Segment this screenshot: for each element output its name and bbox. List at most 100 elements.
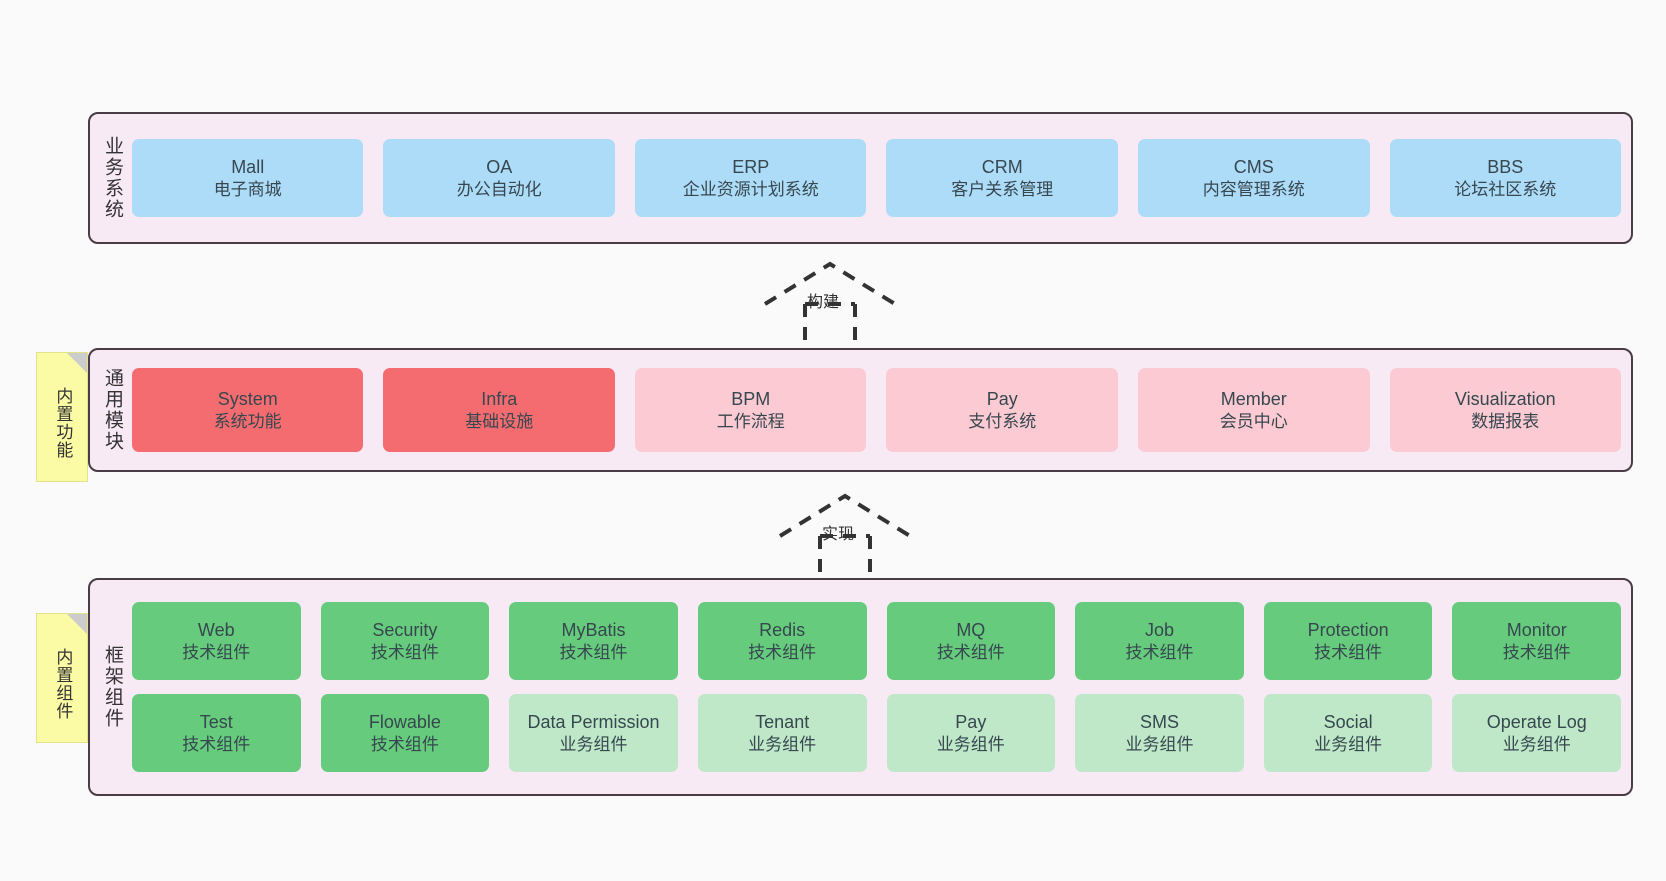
- component-title: Monitor: [1506, 619, 1567, 640]
- layer-common-module[interactable]: 通用模块 System 系统功能 Infra 基础设施 BPM 工作流程 Pay…: [88, 348, 1633, 472]
- module-title: CRM: [981, 156, 1023, 177]
- component-title: Job: [1144, 619, 1174, 640]
- module-box-crm[interactable]: CRM 客户关系管理: [886, 139, 1118, 217]
- connector-implement-label: 实现: [822, 526, 855, 543]
- framework-rows: Web 技术组件 Security 技术组件 MyBatis 技术组件 Redi…: [131, 602, 1622, 772]
- sticky-note-builtin-function[interactable]: 内置功能: [36, 352, 88, 482]
- module-title: CMS: [1233, 156, 1274, 177]
- layer-framework-component-body: Web 技术组件 Security 技术组件 MyBatis 技术组件 Redi…: [128, 580, 1631, 794]
- component-title: Operate Log: [1486, 711, 1587, 732]
- component-title: MQ: [956, 619, 986, 640]
- note-fold-icon: [67, 614, 87, 634]
- component-subtitle: 业务组件: [748, 734, 817, 754]
- connector-build-label: 构建: [807, 294, 840, 311]
- component-box-data-permission[interactable]: Data Permission 业务组件: [509, 694, 678, 772]
- layer-business-system-body: Mall 电子商城 OA 办公自动化 ERP 企业资源计划系统 CRM 客户关系…: [128, 114, 1631, 242]
- module-row: System 系统功能 Infra 基础设施 BPM 工作流程 Pay 支付系统…: [131, 368, 1622, 452]
- component-box-mybatis[interactable]: MyBatis 技术组件: [509, 602, 678, 680]
- module-title: OA: [486, 156, 513, 177]
- module-subtitle: 论坛社区系统: [1454, 179, 1557, 199]
- module-box-system[interactable]: System 系统功能: [131, 368, 364, 452]
- component-box-flowable[interactable]: Flowable 技术组件: [320, 694, 490, 772]
- component-box-job[interactable]: Job 技术组件: [1075, 602, 1244, 680]
- layer-framework-component-label: 框架组件: [101, 645, 123, 729]
- connector-build-arrow: [763, 261, 897, 348]
- component-box-protection[interactable]: Protection 技术组件: [1263, 602, 1433, 680]
- module-subtitle: 电子商城: [213, 179, 282, 199]
- layer-common-module-body: System 系统功能 Infra 基础设施 BPM 工作流程 Pay 支付系统…: [128, 350, 1631, 470]
- module-title: Pay: [986, 388, 1018, 409]
- module-title: Infra: [481, 388, 518, 409]
- component-box-sms[interactable]: SMS 业务组件: [1075, 694, 1244, 772]
- component-subtitle: 技术组件: [182, 734, 251, 754]
- component-title: Web: [197, 619, 235, 640]
- module-box-oa[interactable]: OA 办公自动化: [383, 139, 615, 217]
- module-title: Mall: [231, 156, 265, 177]
- component-title: Data Permission: [527, 711, 660, 732]
- component-subtitle: 业务组件: [559, 734, 628, 754]
- module-box-visualization[interactable]: Visualization 数据报表: [1389, 368, 1622, 452]
- module-box-bpm[interactable]: BPM 工作流程: [634, 368, 867, 452]
- component-box-mq[interactable]: MQ 技术组件: [886, 602, 1056, 680]
- sticky-note-builtin-component[interactable]: 内置组件: [36, 613, 88, 743]
- component-box-social[interactable]: Social 业务组件: [1263, 694, 1433, 772]
- module-box-bbs[interactable]: BBS 论坛社区系统: [1389, 139, 1622, 217]
- module-title: Visualization: [1454, 388, 1556, 409]
- layer-business-system-label: 业务系统: [101, 136, 123, 220]
- module-title: BBS: [1487, 156, 1524, 177]
- component-box-redis[interactable]: Redis 技术组件: [697, 602, 867, 680]
- module-title: Member: [1220, 388, 1287, 409]
- note-fold-icon: [67, 353, 87, 373]
- component-box-tenant[interactable]: Tenant 业务组件: [697, 694, 867, 772]
- component-subtitle: 技术组件: [370, 642, 439, 662]
- component-subtitle: 技术组件: [182, 642, 251, 662]
- component-subtitle: 技术组件: [936, 642, 1005, 662]
- module-box-member[interactable]: Member 会员中心: [1138, 368, 1370, 452]
- sticky-note-builtin-function-text: 内置功能: [53, 387, 73, 459]
- component-subtitle: 业务组件: [1314, 734, 1383, 754]
- layer-framework-component[interactable]: 框架组件 Web 技术组件 Security 技术组件 MyBatis 技术组件: [88, 578, 1633, 796]
- module-box-mall[interactable]: Mall 电子商城: [131, 139, 364, 217]
- module-subtitle: 客户关系管理: [951, 179, 1054, 199]
- module-subtitle: 工作流程: [716, 411, 785, 431]
- module-title: BPM: [731, 388, 771, 409]
- component-title: Protection: [1307, 619, 1389, 640]
- component-box-monitor[interactable]: Monitor 技术组件: [1452, 602, 1622, 680]
- module-box-cms[interactable]: CMS 内容管理系统: [1138, 139, 1370, 217]
- component-title: Test: [199, 711, 233, 732]
- component-box-operate-log[interactable]: Operate Log 业务组件: [1452, 694, 1622, 772]
- component-box-pay[interactable]: Pay 业务组件: [886, 694, 1056, 772]
- connector-implement: 实现: [770, 490, 920, 580]
- module-box-infra[interactable]: Infra 基础设施: [383, 368, 615, 452]
- component-subtitle: 技术组件: [748, 642, 817, 662]
- framework-row-tech: Web 技术组件 Security 技术组件 MyBatis 技术组件 Redi…: [131, 602, 1622, 680]
- component-subtitle: 技术组件: [559, 642, 628, 662]
- module-subtitle: 数据报表: [1471, 411, 1540, 431]
- module-title: System: [217, 388, 278, 409]
- connector-build: 构建: [755, 258, 905, 348]
- module-subtitle: 支付系统: [968, 411, 1037, 431]
- component-subtitle: 技术组件: [1125, 642, 1194, 662]
- component-subtitle: 技术组件: [370, 734, 439, 754]
- module-box-erp[interactable]: ERP 企业资源计划系统: [634, 139, 867, 217]
- component-title: SMS: [1139, 711, 1179, 732]
- component-box-security[interactable]: Security 技术组件: [320, 602, 490, 680]
- layer-business-system[interactable]: 业务系统 Mall 电子商城 OA 办公自动化 ERP 企业资源计划系统 CRM…: [88, 112, 1633, 244]
- module-subtitle: 内容管理系统: [1202, 179, 1305, 199]
- connector-implement-arrow: [778, 493, 912, 580]
- module-subtitle: 企业资源计划系统: [682, 179, 819, 199]
- module-subtitle: 会员中心: [1219, 411, 1288, 431]
- component-subtitle: 业务组件: [1502, 734, 1571, 754]
- module-box-pay[interactable]: Pay 支付系统: [886, 368, 1118, 452]
- component-subtitle: 业务组件: [936, 734, 1005, 754]
- module-subtitle: 办公自动化: [456, 179, 542, 199]
- component-title: Pay: [955, 711, 987, 732]
- component-box-test[interactable]: Test 技术组件: [131, 694, 301, 772]
- component-title: Social: [1323, 711, 1373, 732]
- module-title: ERP: [732, 156, 770, 177]
- component-box-web[interactable]: Web 技术组件: [131, 602, 301, 680]
- component-title: Redis: [759, 619, 806, 640]
- component-title: Security: [372, 619, 438, 640]
- business-row: Mall 电子商城 OA 办公自动化 ERP 企业资源计划系统 CRM 客户关系…: [131, 139, 1622, 217]
